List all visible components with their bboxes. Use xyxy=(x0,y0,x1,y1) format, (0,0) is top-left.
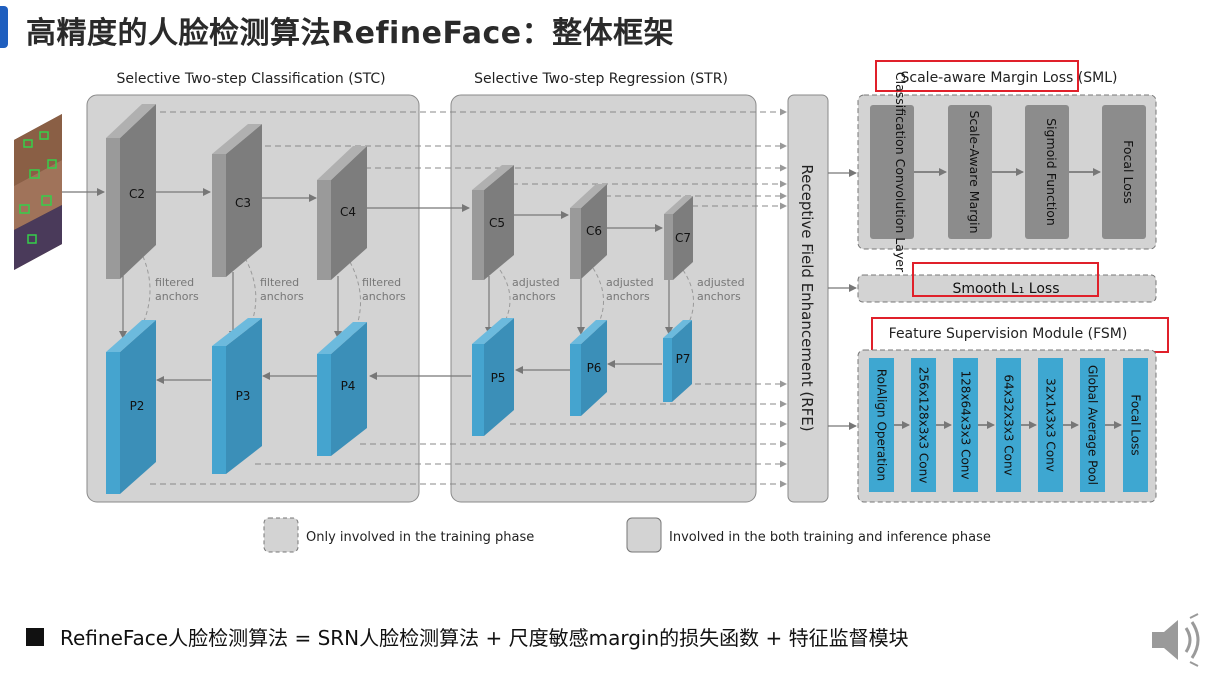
stc-annotation-1a: filtered xyxy=(155,276,194,289)
blue-block-p5: P5 xyxy=(472,318,514,436)
bullet-square-icon xyxy=(26,627,44,646)
svg-text:P7: P7 xyxy=(676,352,691,366)
sml-steps: Classification Convolution Layer Scale-A… xyxy=(870,72,1146,273)
stc-annotation-2a: filtered xyxy=(260,276,299,289)
fsm-title: Feature Supervision Module (FSM) xyxy=(889,326,1128,342)
fsm-step-4 xyxy=(996,358,1021,492)
rfe-label: Receptive Field Enhancement (RFE) xyxy=(798,164,816,431)
svg-text:P5: P5 xyxy=(491,371,506,385)
svg-text:P6: P6 xyxy=(587,361,602,375)
stc-annotation-2b: anchors xyxy=(260,290,304,303)
flow-arrows xyxy=(62,169,857,430)
rfe-bar xyxy=(787,94,829,503)
str-panel xyxy=(450,94,757,503)
svg-text:C3: C3 xyxy=(235,196,251,210)
gray-block-c7: C7 xyxy=(664,196,693,280)
fsm-step-1 xyxy=(869,358,894,492)
summary-text: RefineFace人脸检测算法 = SRN人脸检测算法 + 尺度敏感margi… xyxy=(60,626,909,650)
stc-title: Selective Two-step Classification (STC) xyxy=(116,71,385,87)
str-annotation-3b: anchors xyxy=(697,290,741,303)
str-annotation-1b: anchors xyxy=(512,290,556,303)
str-annotation-2a: adjusted xyxy=(606,276,654,289)
gray-block-c3: C3 xyxy=(212,124,262,277)
svg-text:C7: C7 xyxy=(675,231,691,245)
gray-block-c2: C2 xyxy=(106,104,156,279)
fsm-step-7-label: Focal Loss xyxy=(1129,394,1143,455)
fsm-step-7 xyxy=(1123,358,1148,492)
svg-text:C5: C5 xyxy=(489,216,505,230)
sml-step-4 xyxy=(1102,105,1146,239)
str-annotation-1a: adjusted xyxy=(512,276,560,289)
fsm-step-3-label: 128x64x3x3 Conv xyxy=(959,371,973,480)
fsm-step-5-label: 32x1x3x3 Conv xyxy=(1044,378,1058,472)
fsm-step-4-label: 64x32x3x3 Conv xyxy=(1002,374,1016,475)
fsm-step-5 xyxy=(1038,358,1063,492)
smooth-l1-highlight xyxy=(912,262,1099,297)
sml-title: Scale-aware Margin Loss (SML) xyxy=(901,70,1118,86)
input-face-image xyxy=(14,114,62,270)
sml-step-1-label: Classification Convolution Layer xyxy=(893,72,908,273)
sml-step-3 xyxy=(1025,105,1069,239)
fsm-step-3 xyxy=(953,358,978,492)
fsm-step-2-label: 256x128x3x3 Conv xyxy=(917,367,931,484)
svg-text:P4: P4 xyxy=(341,379,356,393)
svg-text:C4: C4 xyxy=(340,205,356,219)
fsm-step-1-label: RoIAlign Operation xyxy=(875,369,889,481)
blue-block-p4: P4 xyxy=(317,322,367,456)
svg-text:C2: C2 xyxy=(129,187,145,201)
legend-training-only-label: Only involved in the training phase xyxy=(306,530,534,545)
smooth-l1-label: Smooth L₁ Loss xyxy=(952,281,1059,297)
dashed-connections xyxy=(150,108,787,488)
blue-block-p6: P6 xyxy=(570,320,607,416)
svg-text:C6: C6 xyxy=(586,224,602,238)
stc-annotation-3b: anchors xyxy=(362,290,406,303)
str-title: Selective Two-step Regression (STR) xyxy=(474,71,728,87)
fsm-step-6 xyxy=(1080,358,1105,492)
stc-annotation-3a: filtered xyxy=(362,276,401,289)
blue-block-p2: P2 xyxy=(106,320,156,494)
svg-text:P2: P2 xyxy=(130,399,145,413)
fsm-step-6-label: Global Average Pool xyxy=(1086,365,1100,485)
fsm-step-2 xyxy=(911,358,936,492)
speaker-icon[interactable] xyxy=(1148,612,1208,672)
legend-both-label: Involved in the both training and infere… xyxy=(669,530,991,545)
gray-block-c4: C4 xyxy=(317,146,367,280)
sml-step-2 xyxy=(948,105,992,239)
title-accent-bar xyxy=(0,6,8,48)
slide-title: 高精度的人脸检测算法RefineFace：整体框架 xyxy=(26,16,675,51)
fsm-steps: RoIAlign Operation 256x128x3x3 Conv 128x… xyxy=(869,358,1148,492)
sml-step-4-label: Focal Loss xyxy=(1121,140,1136,204)
blue-block-p3: P3 xyxy=(212,318,262,474)
blue-block-p7: P7 xyxy=(663,320,692,402)
stc-annotation-1b: anchors xyxy=(155,290,199,303)
svg-text:P3: P3 xyxy=(236,389,251,403)
sml-step-1 xyxy=(870,105,914,239)
summary-bullet: RefineFace人脸检测算法 = SRN人脸检测算法 + 尺度敏感margi… xyxy=(26,622,909,651)
sml-step-2-label: Scale-Aware Margin xyxy=(967,110,982,233)
legend-training-only-swatch xyxy=(263,517,299,553)
gray-block-c5: C5 xyxy=(472,165,514,280)
sml-box-highlight xyxy=(875,60,1079,92)
sml-step-3-label: Sigmoid Function xyxy=(1044,118,1059,226)
str-annotation-2b: anchors xyxy=(606,290,650,303)
c-to-p-arrows xyxy=(119,270,673,339)
legend-both-swatch xyxy=(626,517,662,553)
str-annotation-3a: adjusted xyxy=(697,276,745,289)
gray-block-c6: C6 xyxy=(570,184,607,279)
legend: Only involved in the training phase Invo… xyxy=(263,517,991,553)
